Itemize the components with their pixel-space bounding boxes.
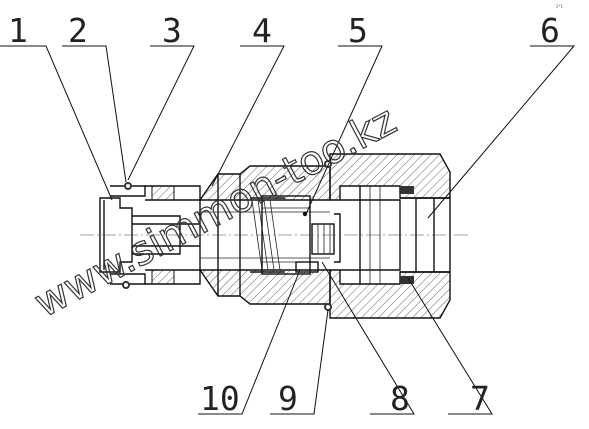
leader-lines <box>0 45 576 415</box>
callout-5: 5 <box>348 11 368 50</box>
callout-7: 7 <box>470 379 490 418</box>
part-3-o-ring <box>122 182 132 289</box>
part-6-nut <box>329 153 451 319</box>
callout-labels: 1 2 3 4 5 6 7 8 9 10 <box>8 11 560 418</box>
callout-6: 6 <box>540 11 560 50</box>
part-8-poppet <box>311 213 341 263</box>
callout-8: 8 <box>390 379 410 418</box>
corner-mark: 2*1 <box>556 4 564 9</box>
callout-9: 9 <box>278 379 298 418</box>
callout-3: 3 <box>162 11 182 50</box>
callout-10: 10 <box>200 379 240 418</box>
callout-4: 4 <box>252 11 272 50</box>
part-4-body <box>198 165 331 305</box>
callout-1: 1 <box>8 11 28 50</box>
part-7-o-ring <box>400 186 414 284</box>
callout-2: 2 <box>68 11 88 50</box>
